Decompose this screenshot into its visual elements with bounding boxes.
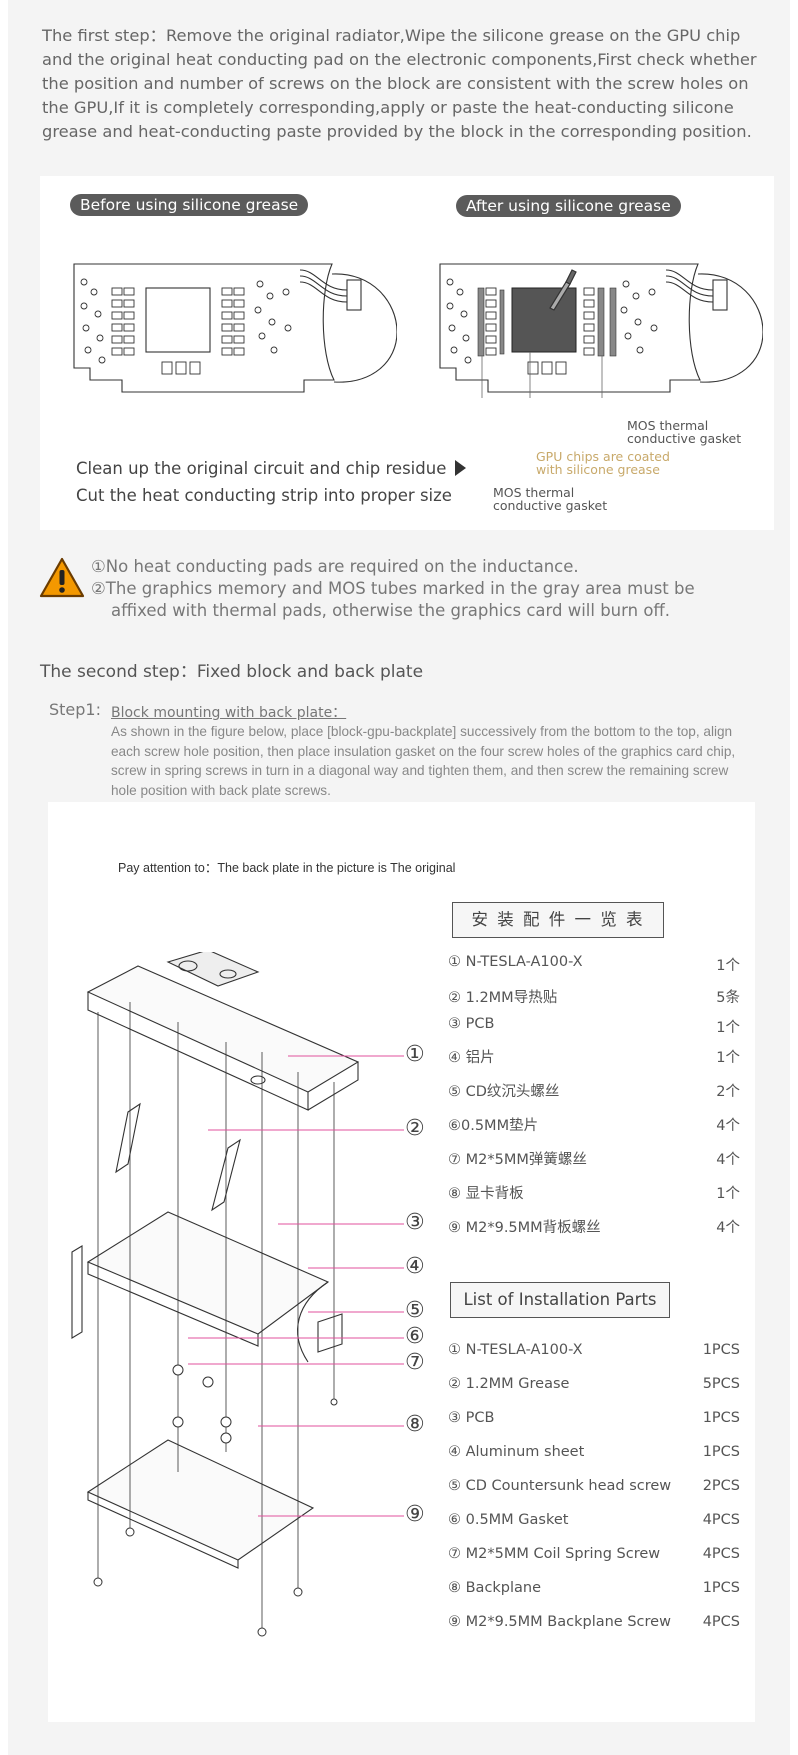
clean-up-caption: Clean up the original circuit and chip r… — [76, 459, 466, 478]
callout-8: ⑧ — [405, 1412, 425, 1437]
step-two-title: The second step：Fixed block and back pla… — [40, 662, 424, 682]
warning-line-1: ①No heat conducting pads are required on… — [91, 557, 579, 576]
cut-strip-caption: Cut the heat conducting strip into prope… — [76, 486, 452, 505]
callout-7: ⑦ — [405, 1350, 425, 1375]
warning-line-2: ②The graphics memory and MOS tubes marke… — [91, 579, 695, 598]
step1-title: Block mounting with back plate： — [111, 705, 347, 721]
mos-gasket-bottom-label: MOS thermal conductive gasket — [493, 485, 608, 513]
callout-5: ⑤ — [405, 1298, 425, 1323]
warning-icon — [39, 557, 85, 598]
callout-4: ④ — [405, 1254, 425, 1279]
board-after-illustration — [439, 263, 763, 398]
exploded-view-illustration — [71, 952, 360, 1637]
after-grease-label: After using silicone grease — [456, 195, 681, 217]
callout-2: ② — [405, 1116, 425, 1141]
before-grease-label: Before using silicone grease — [70, 194, 309, 216]
warning-line-3: affixed with thermal pads, otherwise the… — [111, 601, 671, 620]
callout-9: ⑨ — [405, 1502, 425, 1527]
clean-up-text: Clean up the original circuit and chip r… — [76, 459, 447, 478]
callout-lines — [188, 1055, 404, 1517]
back-plate-note: Pay attention to：The back plate in the p… — [118, 861, 456, 875]
callout-1: ① — [405, 1042, 425, 1067]
step-one-text: The first step：Remove the original radia… — [42, 26, 757, 141]
gpu-coated-label: GPU chips are coated with silicone greas… — [536, 449, 670, 477]
callout-6: ⑥ — [405, 1324, 425, 1349]
step1-body: As shown in the figure below, place [blo… — [111, 724, 736, 799]
parts-en-title: List of Installation Parts — [450, 1282, 670, 1318]
mos-gasket-right-label: MOS thermal conductive gasket — [627, 418, 742, 446]
grease-diagram-card: Before using silicone grease After using… — [40, 176, 774, 530]
step1-label: Step1: — [49, 700, 101, 719]
board-before-illustration — [73, 263, 397, 393]
parts-cn-title: 安 装 配 件 一 览 表 — [452, 902, 664, 938]
callout-3: ③ — [405, 1210, 425, 1235]
play-arrow-icon — [454, 460, 466, 476]
installation-card: Pay attention to：The back plate in the p… — [48, 802, 755, 1722]
